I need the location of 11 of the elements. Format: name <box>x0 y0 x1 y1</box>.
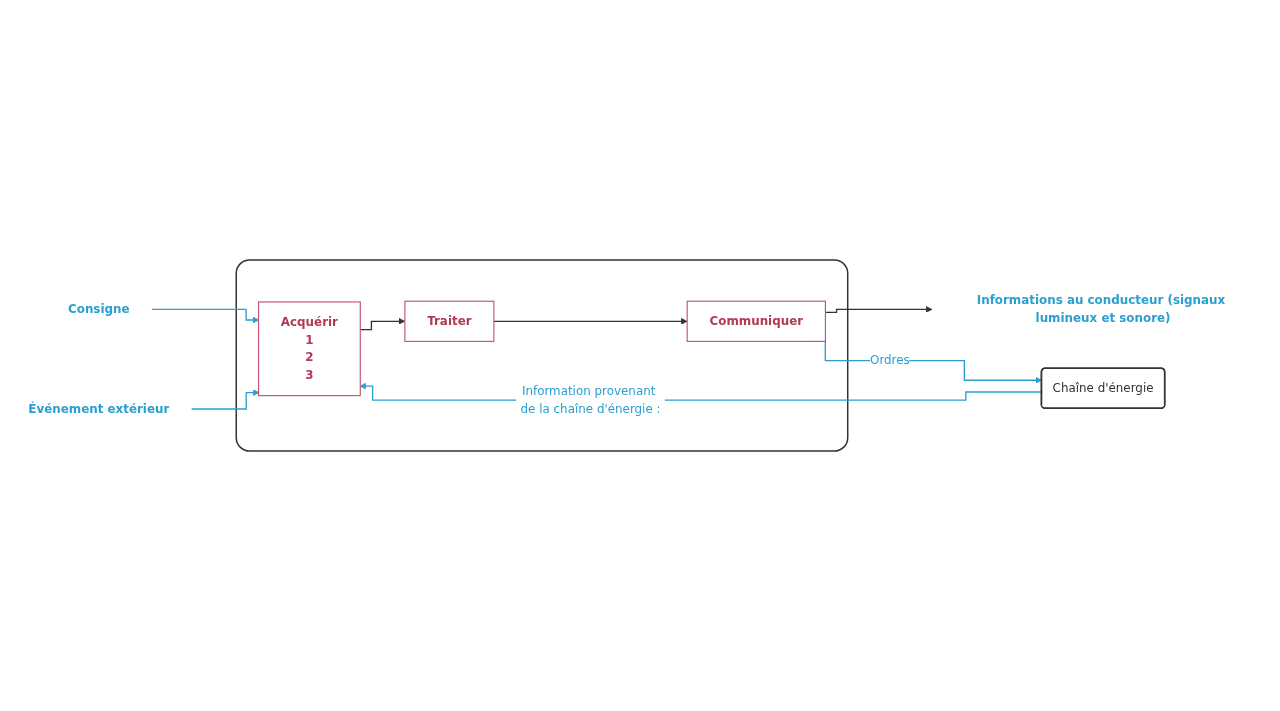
edge-label: Ordres <box>870 353 910 368</box>
cluster <box>235 259 849 452</box>
node-text: Informations au conducteur (signaux lumineux et sonore) <box>976 293 1226 326</box>
node-text: Consigne <box>68 301 130 317</box>
node-box <box>686 300 826 342</box>
node-box <box>404 300 495 342</box>
edge-label: Information provenant de la chaîne d'énergie : <box>520 383 661 416</box>
node-box <box>258 301 361 397</box>
arrow <box>190 389 260 410</box>
arrow <box>493 318 688 325</box>
node-text: Événement extérieur <box>28 401 170 416</box>
